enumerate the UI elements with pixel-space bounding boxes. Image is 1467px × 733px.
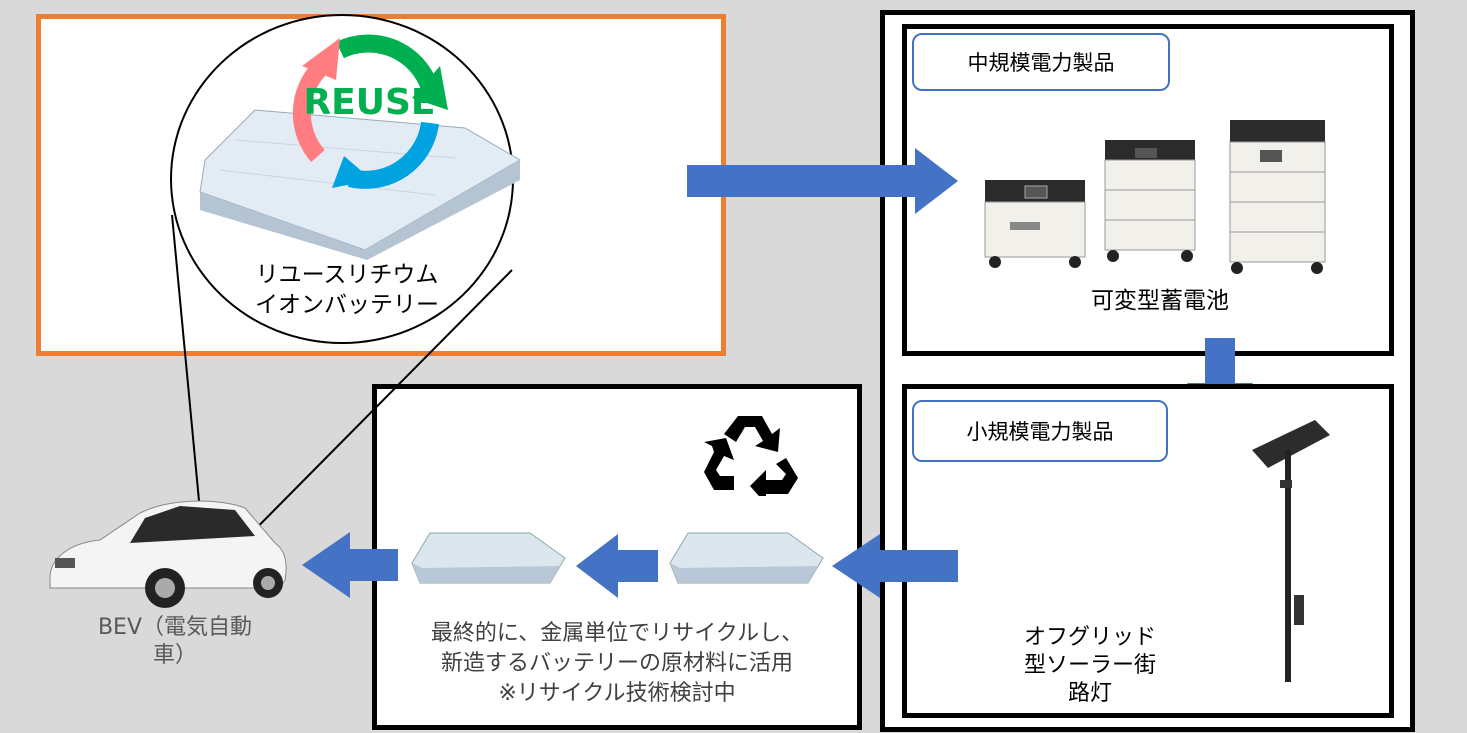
recycle-text-3: ※リサイクル技術検討中 xyxy=(498,681,736,706)
battery-label-2: イオンバッテリー xyxy=(255,292,439,318)
battery-module-1 xyxy=(411,532,566,584)
small-products-caption-3: 路灯 xyxy=(1067,681,1112,706)
reuse-cycle-icon xyxy=(292,34,448,189)
small-products-caption-2: 型ソーラー街 xyxy=(1023,653,1156,678)
arrow-reuse-to-medium xyxy=(687,148,958,214)
small-products-caption-1: オフグリッド xyxy=(1023,625,1156,650)
arrow-recycle-internal xyxy=(576,534,658,598)
storage-battery-units xyxy=(984,120,1326,274)
small-products-tag: 小規模電力製品 xyxy=(912,400,1168,462)
medium-products-caption: 可変型蓄電池 xyxy=(1091,288,1229,314)
recycle-icon xyxy=(704,416,798,496)
vehicle-label-1: BEV（電気自動 xyxy=(97,615,253,640)
solar-street-light xyxy=(1252,420,1330,682)
recycle-text-1: 最終的に、金属単位でリサイクルし、 xyxy=(430,621,804,646)
battery-label-1: リユースリチウム xyxy=(255,262,439,288)
electric-vehicle xyxy=(49,500,287,608)
reuse-badge: REUSE xyxy=(303,82,436,123)
medium-products-tag: 中規模電力製品 xyxy=(912,33,1170,91)
recycle-text-2: 新造するバッテリーの原材料に活用 xyxy=(440,651,793,676)
vehicle-label-2: 車） xyxy=(152,643,197,668)
arrow-to-vehicle xyxy=(302,532,398,598)
battery-module-2 xyxy=(669,532,824,584)
arrow-small-to-recycle xyxy=(832,534,958,598)
